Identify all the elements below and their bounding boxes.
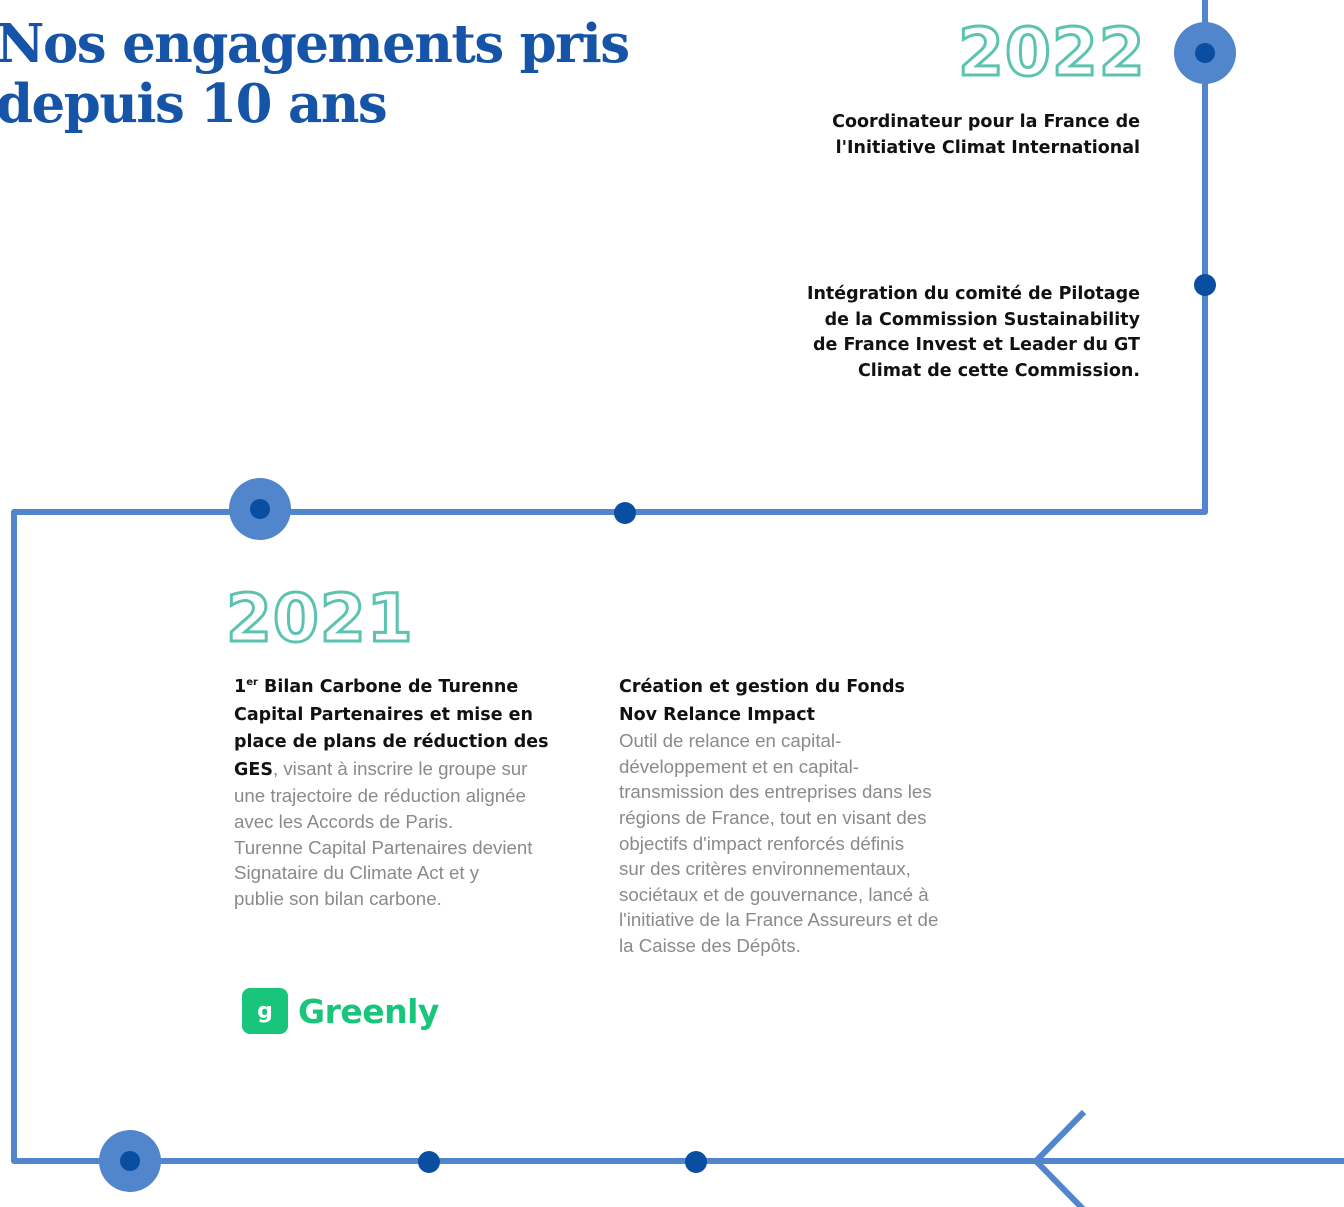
milestone-france-invest-line-3: de France Invest et Leader du GT (812, 335, 1140, 355)
fonds-heading-line-2: Nov Relance Impact (619, 704, 815, 725)
fonds-text-line-5: objectifs d'impact renforcés définis (619, 832, 905, 854)
fonds-text-line-2: développement et en capital- (619, 755, 859, 777)
milestone-ici: Coordinateur pour la France de l'Initiat… (780, 110, 1140, 161)
fonds-text-line-9: la Caisse des Dépôts. (619, 934, 801, 956)
timeline-arrow-chevron (1033, 1109, 1087, 1207)
fonds-text-line-7: sociétaux et de gouvernance, lancé à (619, 883, 929, 905)
timeline-dot-small-2020a (418, 1151, 440, 1173)
fonds-heading-line-1: Création et gestion du Fonds (619, 677, 905, 697)
timeline-dot-small-2020b (685, 1151, 707, 1173)
timeline-dot-small-2022 (1194, 274, 1216, 296)
greenly-logo-icon: g (242, 988, 288, 1034)
milestone-france-invest-line-2: de la Commission Sustainability (824, 309, 1140, 330)
milestone-france-invest: Intégration du comité de Pilotage de la … (740, 282, 1140, 384)
bilan-text-line-2: avec les Accords de Paris. (234, 810, 454, 832)
milestone-france-invest-line-1: Intégration du comité de Pilotage (806, 284, 1140, 304)
greenly-logo: g Greenly (242, 988, 439, 1034)
bilan-text-line-3: Turenne Capital Partenaires devient (234, 836, 533, 858)
timeline-path (11, 0, 1344, 1164)
fonds-text-line-1: Outil de relance en capital- (619, 730, 842, 752)
milestone-ici-line-1: Coordinateur pour la France de (832, 112, 1140, 132)
bilan-heading-line-2: Capital Partenaires et mise en (234, 704, 534, 725)
timeline-dot-big-2021-core (250, 499, 270, 519)
page-title-line-2: depuis 10 ans (0, 73, 388, 135)
bilan-heading-line-1: Bilan Carbone de Turenne (257, 677, 519, 697)
timeline-dot-small-2021 (614, 502, 636, 524)
bilan-heading-line-4: GES (234, 759, 273, 780)
bilan-text-line-5: publie son bilan carbone. (234, 887, 442, 909)
milestone-france-invest-line-4: Climat de cette Commission. (857, 360, 1140, 381)
bilan-text-line-4: Signataire du Climate Act et y (234, 862, 480, 884)
timeline-dot-big-2022-core (1195, 43, 1215, 63)
timeline-line (11, 0, 1344, 1207)
greenly-logo-text: Greenly (298, 991, 439, 1031)
bilan-ordinal: 1 (234, 677, 247, 697)
fonds-text-line-4: régions de France, tout en visant des (619, 806, 927, 828)
bilan-text-line-1: une trajectoire de réduction alignée (234, 785, 526, 807)
year-label-2022: 2022 (957, 14, 1147, 91)
fonds-text-line-6: sur des critères environnementaux, (619, 858, 911, 880)
year-label-2021: 2021 (225, 580, 415, 657)
milestone-ici-line-2: l'Initiative Climat International (835, 137, 1140, 158)
bilan-text-first: , visant à inscrire le groupe sur (272, 757, 528, 779)
fonds-text-line-8: l'initiative de la France Assureurs et d… (619, 909, 939, 931)
page-title: Nos engagements pris depuis 10 ans (0, 13, 630, 135)
fonds-text-line-3: transmission des entreprises dans les (619, 781, 932, 803)
bilan-heading-line-3: place de plans de réduction des (234, 732, 549, 753)
timeline-dot-big-2020-core (120, 1151, 140, 1171)
timeline-dots (99, 22, 1236, 1192)
page-title-line-1: Nos engagements pris (0, 13, 630, 75)
bilan-ordinal-suffix: er (246, 677, 258, 689)
